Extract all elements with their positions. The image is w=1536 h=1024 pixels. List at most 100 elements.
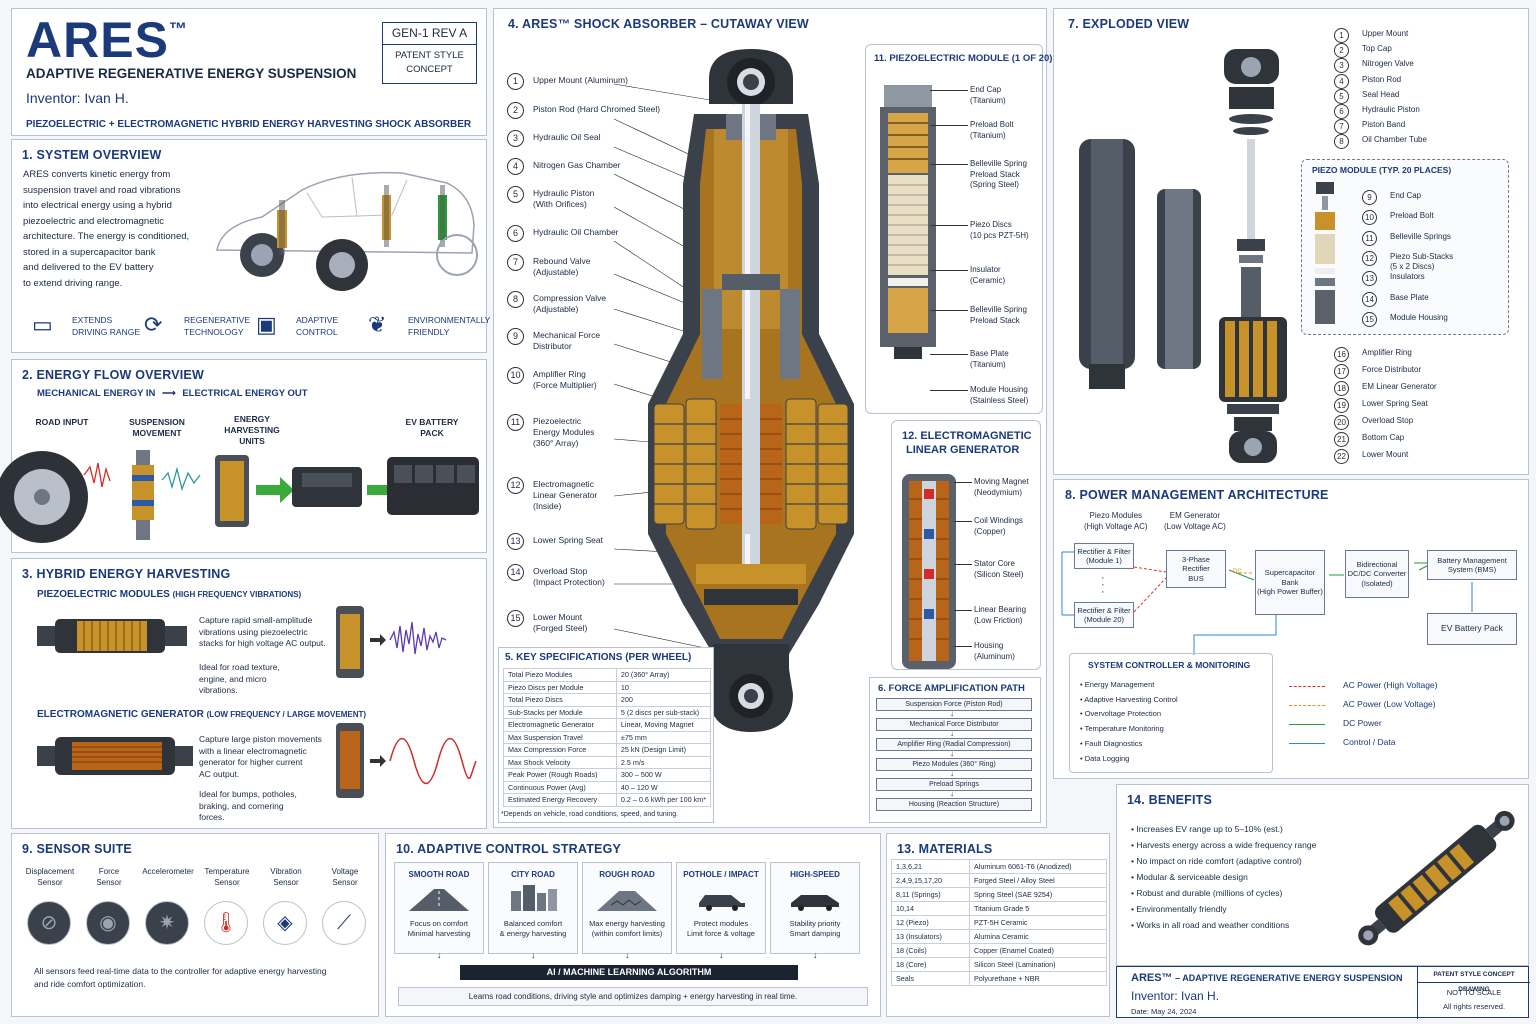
force-step: Preload Springs <box>876 778 1032 791</box>
callout-number: 7 <box>1334 119 1349 135</box>
feature-label-line2: DRIVING RANGE <box>72 327 141 337</box>
displacement-sensor-icon: ⊘ <box>27 901 71 945</box>
callout-line: Upper Mount <box>1362 29 1409 38</box>
em-desc-line: Capture large piston movements <box>199 734 322 744</box>
benefit-item: • Increases EV range up to 5–10% (est.) <box>1131 824 1283 834</box>
piezo-module-callout: End Cap(Titanium) <box>970 85 1006 106</box>
piezo-callout: Insulators <box>1390 272 1425 282</box>
callout-line: Bottom Cap <box>1362 433 1405 442</box>
callout-number: 16 <box>1334 347 1349 362</box>
cutaway-panel: 4. ARES™ SHOCK ABSORBER – CUTAWAY VIEW 1… <box>493 8 1052 828</box>
chip-icon: ▣ <box>256 312 277 337</box>
benefits-panel: 14. BENEFITS • Increases EV range up to … <box>1116 784 1529 966</box>
sensor-note: All sensors feed real-time data to the c… <box>34 965 326 990</box>
callout-number: 3 <box>507 130 524 147</box>
spec-row: Max Suspension Travel±75 mm <box>503 730 712 744</box>
exploded-piezo-title: PIEZO MODULE (TYP. 20 PLACES) <box>1312 165 1452 175</box>
supercap-text-line: (High Power Buffer) <box>1257 587 1323 597</box>
rectifier-module-1: Rectifier & Filter(Module 1) <box>1074 543 1134 569</box>
exploded-callout: Hydraulic Piston <box>1362 105 1420 115</box>
em-callout: Linear Bearing(Low Friction) <box>974 605 1026 626</box>
controller-item: • Overvoltage Protection <box>1080 709 1161 719</box>
callout-number: 17 <box>1334 364 1349 379</box>
bidir-text-line: Bidirectional <box>1356 559 1398 569</box>
bms-text-line: Battery Management <box>1437 555 1507 565</box>
header-tagline: PIEZOELECTRIC + ELECTROMAGNETIC HYBRID E… <box>26 119 472 130</box>
em-source-label: EM Generator(Low Voltage AC) <box>1164 510 1226 532</box>
callout-line: Belleville Springs <box>1390 231 1451 241</box>
material-name: Spring Steel (SAE 9254) <box>969 887 1107 902</box>
controller-box: SYSTEM CONTROLLER & MONITORING • Energy … <box>1069 653 1273 773</box>
em-heading: ELECTROMAGNETIC GENERATOR <box>37 709 204 720</box>
spec-value: 10 <box>615 680 712 694</box>
material-parts: 18 (Core) <box>891 957 970 972</box>
callout-number: 8 <box>1334 134 1349 150</box>
spec-name: Sub-Stacks per Module <box>503 705 617 719</box>
callout-line: Energy Modules <box>533 427 595 437</box>
callout-line: (Copper) <box>974 526 1006 536</box>
mode-line-2: Minimal harvesting <box>407 929 471 938</box>
material-name: Polyurethane + NBR <box>969 971 1107 986</box>
material-name: Aluminum 6061-T6 (Anodized) <box>969 859 1107 874</box>
ai-algorithm-bar: AI / MACHINE LEARNING ALGORITHM <box>460 965 798 980</box>
highway-car-icon <box>785 885 845 911</box>
callout-line: Lower Mount <box>533 612 583 622</box>
callout-line: Mechanical Force <box>533 330 601 340</box>
material-parts: 10,14 <box>891 901 970 916</box>
callout-line: (Force Multiplier) <box>533 380 597 390</box>
callout-number: 21 <box>1334 432 1349 447</box>
piezo-source-line: Piezo Modules <box>1089 511 1143 520</box>
arrow-down-icon: ↓ <box>813 950 818 960</box>
callout-number: 11 <box>507 414 524 431</box>
material-parts: 2,4,9,15,17,20 <box>891 873 970 888</box>
mode-title: ROUGH ROAD <box>599 870 655 879</box>
pothole-car-icon <box>691 885 751 911</box>
footer-psc: PATENT STYLE CONCEPT DRAWING <box>1418 967 1530 993</box>
revision-label: GEN-1 REV A <box>383 23 476 45</box>
leader-line <box>954 564 972 565</box>
spec-name: Electromagnetic Generator <box>503 718 617 732</box>
callout-line: (Impact Protection) <box>533 577 605 587</box>
legend-swatch <box>1289 743 1325 744</box>
callout-number: 1 <box>507 73 524 90</box>
arrow-down-icon: ↓ <box>437 950 442 960</box>
mode-line-1: Focus on comfort <box>410 919 468 928</box>
piezo-module-callout: Insulator(Ceramic) <box>970 265 1005 286</box>
sensor-name: Accelerometer <box>142 867 194 876</box>
em-callout: Housing(Aluminum) <box>974 641 1015 662</box>
callout-label: Amplifier Ring(Force Multiplier) <box>533 369 597 391</box>
material-name: Forged Steel / Alloy Steel <box>969 873 1107 888</box>
material-row: 8,11 (Springs)Spring Steel (SAE 9254) <box>891 887 1107 902</box>
legend-label: AC Power (Low Voltage) <box>1343 699 1436 709</box>
mode-line-2: (within comfort limits) <box>591 929 663 938</box>
callout-line: Seal Head <box>1362 89 1400 99</box>
callout-number: 3 <box>1334 58 1349 74</box>
exploded-callout: Lower Spring Seat <box>1362 399 1428 409</box>
flow-stage-line: ROAD INPUT <box>35 417 89 427</box>
callout-label: Upper Mount (Aluminum) <box>533 75 628 86</box>
callout-line: EM Linear Generator <box>1362 382 1437 391</box>
trademark: ™ <box>168 19 188 39</box>
piezo-module-callout: Piezo Discs(10 pcs PZT-5H) <box>970 220 1029 241</box>
overview-line: ARES converts kinetic energy from <box>23 169 171 180</box>
controller-item: • Adaptive Harvesting Control <box>1080 694 1178 704</box>
piezo-desc-line: Capture rapid small-amplitude <box>199 615 313 625</box>
force-step: Amplifier Ring (Radial Compression) <box>876 738 1032 751</box>
three-phase-text-line: 3-Phase <box>1182 554 1210 564</box>
feature-label-line2: TECHNOLOGY <box>184 327 244 337</box>
legend-row: AC Power (Low Voltage) <box>1289 699 1519 713</box>
